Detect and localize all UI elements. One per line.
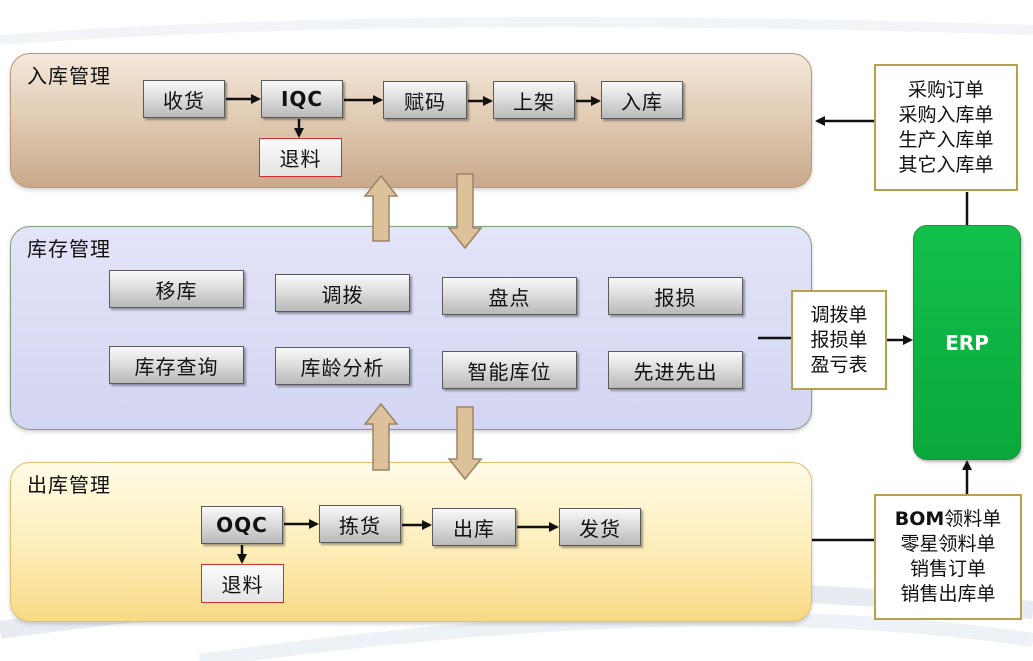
inventory-move: 移库 (109, 270, 244, 308)
outbound-step-oqc: OQC (201, 506, 283, 544)
inventory-count: 盘点 (442, 277, 577, 315)
outbound-step-deliver: 发货 (559, 508, 641, 546)
outbound-documents: BOM领料单 零星领料单 销售订单 销售出库单 (874, 494, 1022, 620)
outbound-panel: 出库管理 (10, 462, 812, 622)
inbound-step-iqc: IQC (261, 80, 343, 118)
inventory-transfer: 调拨 (275, 274, 410, 312)
outbound-title: 出库管理 (27, 473, 111, 497)
outbound-reject: 退料 (201, 564, 284, 603)
inventory-fifo: 先进先出 (608, 351, 743, 389)
inbound-step-receive: 收货 (143, 80, 225, 118)
doc-loss-report: 报损单 (810, 328, 868, 351)
inbound-reject: 退料 (259, 138, 342, 177)
inbound-documents: 采购订单 采购入库单 生产入库单 其它入库单 (874, 64, 1018, 191)
inventory-title: 库存管理 (27, 237, 111, 261)
inventory-smart-location: 智能库位 (442, 351, 577, 389)
inventory-documents: 调拨单 报损单 盈亏表 (791, 290, 887, 390)
doc-sporadic-requisition: 零星领料单 (900, 533, 996, 555)
doc-production-receipt: 生产入库单 (898, 128, 994, 151)
doc-bom-prefix: BOM (894, 508, 945, 530)
doc-other-receipt: 其它入库单 (898, 153, 994, 176)
doc-purchase-receipt: 采购入库单 (898, 103, 994, 126)
doc-bom-requisition: BOM领料单 (895, 507, 1002, 532)
doc-sales-delivery: 销售出库单 (900, 583, 996, 605)
doc-purchase-order: 采购订单 (907, 78, 984, 101)
inbound-step-shelve: 上架 (493, 81, 575, 119)
outbound-step-pick: 拣货 (319, 505, 401, 543)
inventory-panel: 库存管理 (10, 226, 812, 430)
doc-transfer-order: 调拨单 (810, 303, 868, 326)
inventory-query: 库存查询 (109, 346, 244, 384)
doc-sales-order: 销售订单 (909, 558, 986, 580)
doc-profit-loss-table: 盈亏表 (810, 353, 868, 376)
inbound-title: 入库管理 (27, 64, 111, 88)
inventory-age-analysis: 库龄分析 (275, 347, 410, 385)
inbound-step-store: 入库 (601, 81, 683, 119)
erp-system: ERP (913, 225, 1021, 460)
inventory-loss: 报损 (608, 277, 743, 315)
inbound-step-coding: 赋码 (383, 81, 467, 119)
outbound-step-ship-out: 出库 (432, 508, 516, 546)
doc-bom-suffix: 领料单 (944, 508, 1002, 530)
inbound-panel: 入库管理 (10, 53, 812, 188)
